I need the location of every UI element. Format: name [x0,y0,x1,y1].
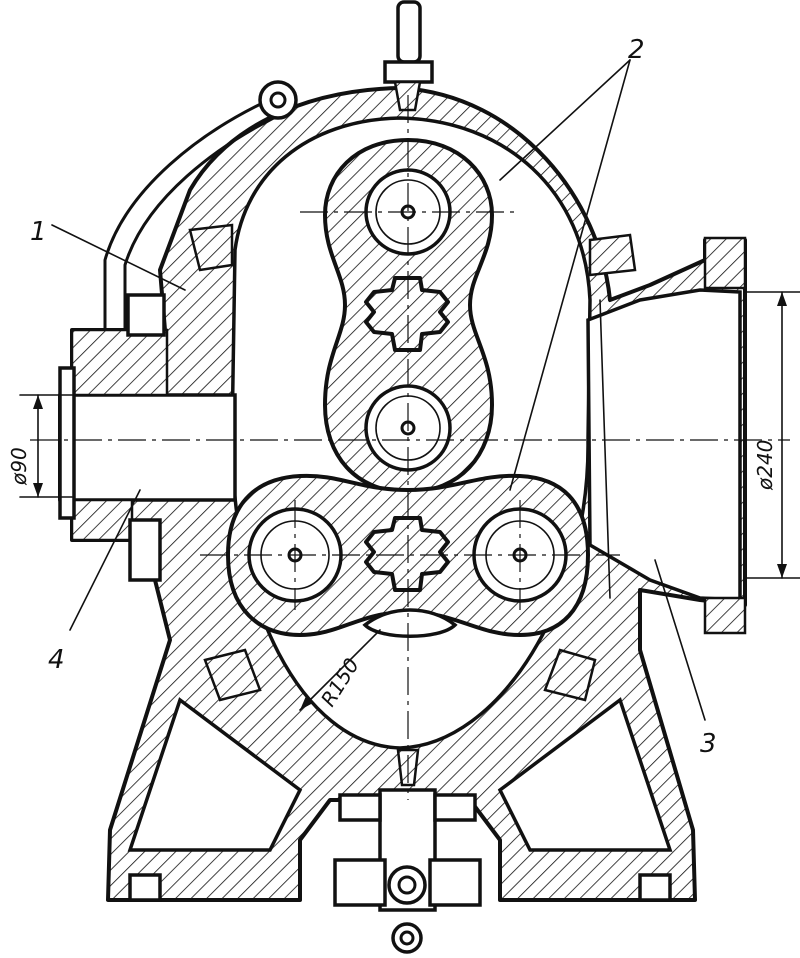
foot-bolts [128,873,672,902]
callout-2: 2 [628,35,645,65]
upper-spline-shaft [364,276,450,352]
outlet-flange [599,236,747,635]
bottom-drain-mechanism [333,748,482,954]
callout-4: 4 [48,645,65,675]
dimension-lines [19,291,800,711]
callout-1: 1 [30,217,47,247]
lower-spline-shaft [364,516,450,592]
top-stud [383,0,434,112]
bypass-pipe [103,80,298,332]
callout-3: 3 [700,729,717,759]
inlet-flange [58,293,169,582]
center-lines [30,95,790,800]
leader-lines [51,59,706,721]
outlet-diameter-label: ø240 [753,440,777,491]
inlet-diameter-label: ø90 [7,447,31,486]
